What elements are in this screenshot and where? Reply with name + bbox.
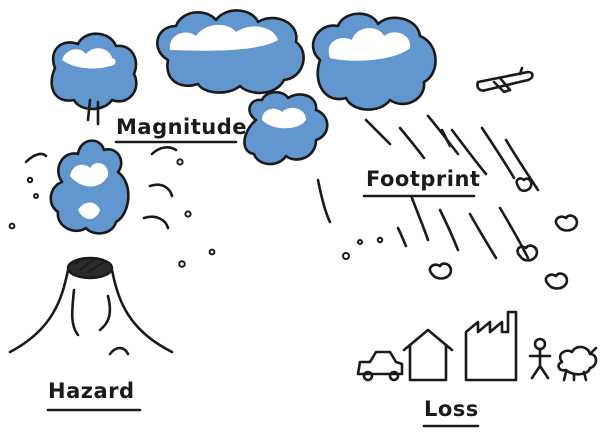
person-icon: [530, 339, 550, 378]
volcano-icon: [10, 258, 172, 354]
footprint-label: Footprint: [366, 167, 480, 191]
sheep-icon: [559, 347, 596, 380]
loss-label: Loss: [424, 397, 479, 421]
cloud-top-center: [157, 10, 303, 92]
volcano-plume-cloud: [52, 34, 137, 124]
label-loss: Loss: [424, 397, 479, 426]
car-icon: [358, 352, 402, 380]
eruption-cloud: [51, 141, 129, 234]
factory-icon: [466, 312, 516, 380]
label-footprint: Footprint: [364, 167, 480, 196]
cloud-middle-small: [244, 92, 327, 164]
house-icon: [404, 330, 452, 380]
magnitude-label: Magnitude: [116, 115, 247, 139]
cloud-top-right: [313, 14, 435, 110]
hazard-label: Hazard: [48, 379, 135, 403]
airplane-icon: [477, 68, 532, 92]
label-magnitude: Magnitude: [116, 115, 247, 142]
label-hazard: Hazard: [48, 379, 140, 410]
